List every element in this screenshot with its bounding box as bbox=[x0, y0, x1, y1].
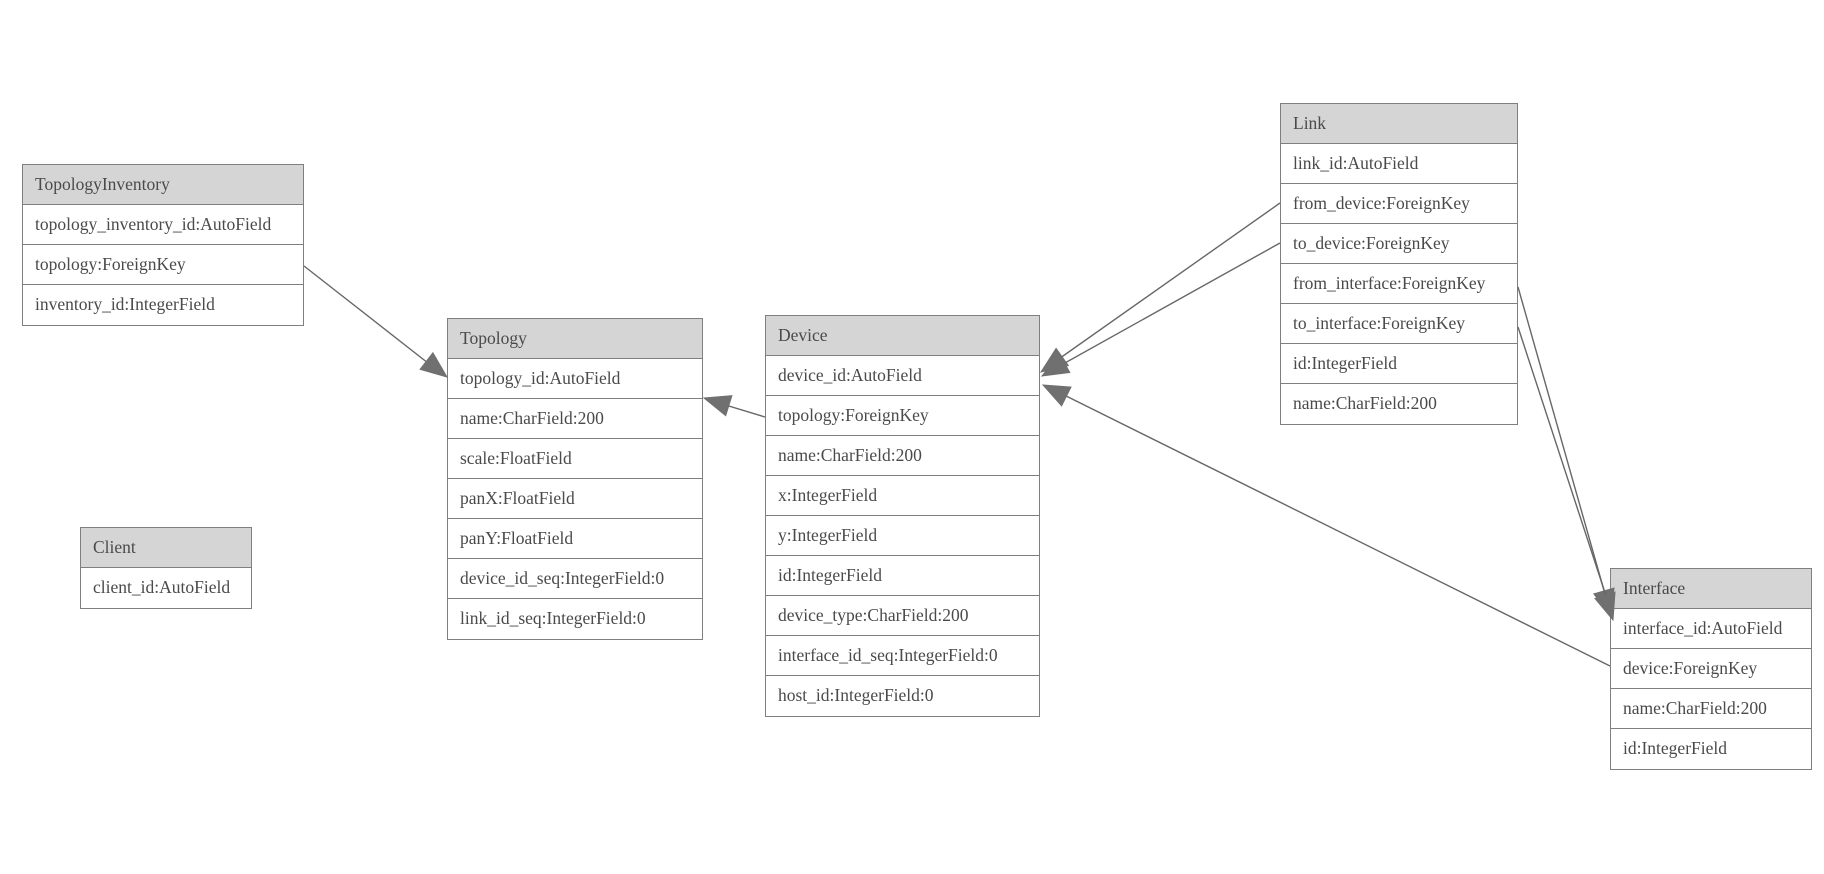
field-row: id:IntegerField bbox=[766, 556, 1039, 596]
field-row: from_interface:ForeignKey bbox=[1281, 264, 1517, 304]
field-row: link_id_seq:IntegerField:0 bbox=[448, 599, 702, 639]
field-row: name:CharField:200 bbox=[448, 399, 702, 439]
field-row: device:ForeignKey bbox=[1611, 649, 1811, 689]
field-row: id:IntegerField bbox=[1281, 344, 1517, 384]
entity-link-title: Link bbox=[1281, 104, 1517, 144]
field-row: device_id_seq:IntegerField:0 bbox=[448, 559, 702, 599]
entity-device: Device device_id:AutoField topology:Fore… bbox=[765, 315, 1040, 717]
entity-client-title: Client bbox=[81, 528, 251, 568]
entity-topology: Topology topology_id:AutoField name:Char… bbox=[447, 318, 703, 640]
entity-topologyinventory: TopologyInventory topology_inventory_id:… bbox=[22, 164, 304, 326]
edge-link-frominterface-interface bbox=[1517, 286, 1615, 618]
field-row: topology:ForeignKey bbox=[23, 245, 303, 285]
edge-link-todevice-device bbox=[1040, 242, 1281, 377]
field-row: y:IntegerField bbox=[766, 516, 1039, 556]
field-row: client_id:AutoField bbox=[81, 568, 251, 608]
entity-interface: Interface interface_id:AutoField device:… bbox=[1610, 568, 1812, 770]
entity-client: Client client_id:AutoField bbox=[80, 527, 252, 609]
edge-link-tointerface-interface bbox=[1517, 326, 1616, 622]
field-row: topology_id:AutoField bbox=[448, 359, 702, 399]
field-row: x:IntegerField bbox=[766, 476, 1039, 516]
entity-device-title: Device bbox=[766, 316, 1039, 356]
field-row: name:CharField:200 bbox=[1611, 689, 1811, 729]
field-row: device_type:CharField:200 bbox=[766, 596, 1039, 636]
field-row: interface_id:AutoField bbox=[1611, 609, 1811, 649]
field-row: panX:FloatField bbox=[448, 479, 702, 519]
edge-topologyinventory-topology bbox=[303, 265, 449, 378]
edge-interface-device bbox=[1041, 384, 1611, 667]
entity-interface-title: Interface bbox=[1611, 569, 1811, 609]
field-row: device_id:AutoField bbox=[766, 356, 1039, 396]
field-row: name:CharField:200 bbox=[766, 436, 1039, 476]
entity-topology-title: Topology bbox=[448, 319, 702, 359]
field-row: topology_inventory_id:AutoField bbox=[23, 205, 303, 245]
field-row: topology:ForeignKey bbox=[766, 396, 1039, 436]
field-row: host_id:IntegerField:0 bbox=[766, 676, 1039, 716]
edge-link-fromdevice-device bbox=[1039, 202, 1281, 373]
field-row: scale:FloatField bbox=[448, 439, 702, 479]
edge-device-topology bbox=[702, 395, 766, 418]
field-row: from_device:ForeignKey bbox=[1281, 184, 1517, 224]
entity-link: Link link_id:AutoField from_device:Forei… bbox=[1280, 103, 1518, 425]
field-row: interface_id_seq:IntegerField:0 bbox=[766, 636, 1039, 676]
field-row: to_interface:ForeignKey bbox=[1281, 304, 1517, 344]
field-row: to_device:ForeignKey bbox=[1281, 224, 1517, 264]
field-row: name:CharField:200 bbox=[1281, 384, 1517, 424]
field-row: link_id:AutoField bbox=[1281, 144, 1517, 184]
field-row: id:IntegerField bbox=[1611, 729, 1811, 769]
entity-topologyinventory-title: TopologyInventory bbox=[23, 165, 303, 205]
field-row: inventory_id:IntegerField bbox=[23, 285, 303, 325]
field-row: panY:FloatField bbox=[448, 519, 702, 559]
